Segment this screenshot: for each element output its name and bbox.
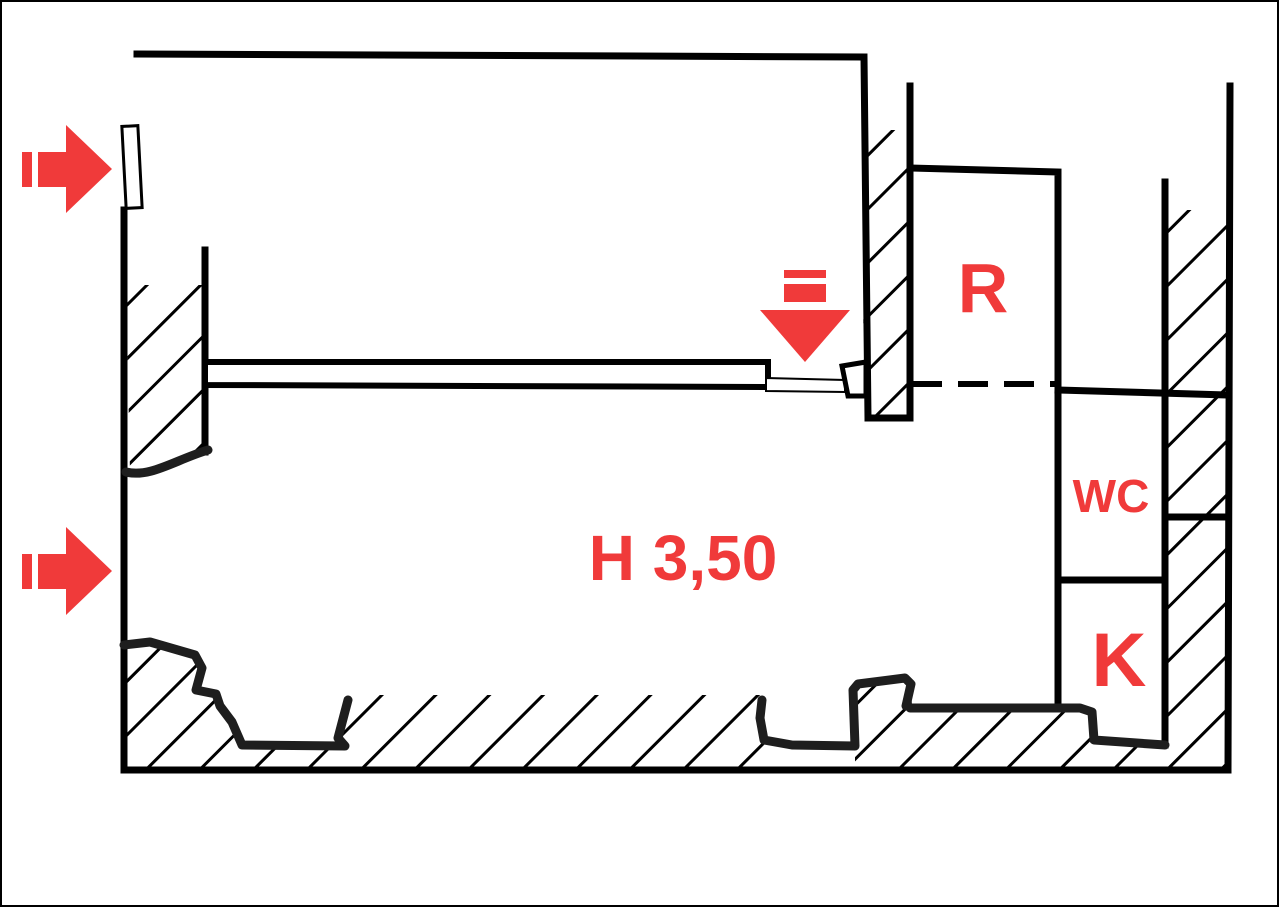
entrance-arrow-icon	[22, 527, 112, 615]
window-arrow-icon	[760, 270, 850, 362]
bottom-right-rough-edge	[905, 703, 1170, 750]
center-column-outline	[864, 82, 914, 422]
wc-top-wall	[1054, 386, 1232, 399]
left-outer-wall	[120, 206, 1232, 774]
bottom-center-mass	[342, 695, 765, 745]
left-wall-mass	[126, 285, 206, 472]
slab-end-window	[765, 376, 846, 394]
walls	[120, 50, 1234, 774]
room-label-wc: WC	[1073, 470, 1150, 522]
bottom-middle-mass	[342, 745, 770, 770]
bottom-right-mass	[855, 676, 1165, 770]
right-wall-mass	[1165, 210, 1228, 770]
bottom-left-mass	[124, 640, 346, 770]
room-label-k: K	[1092, 618, 1147, 703]
mezzanine-slab	[202, 359, 771, 391]
entrance-arrow-icon	[22, 125, 112, 213]
bottom-center-rough-edge	[755, 673, 916, 751]
top-wall	[133, 50, 872, 422]
right-outer-wall	[1224, 82, 1234, 774]
room-label-r: R	[958, 249, 1009, 327]
room-label-main: H 3,50	[589, 522, 778, 594]
rough-edges	[119, 445, 1170, 751]
hatched-walls	[124, 130, 1228, 770]
left-rough-edge	[121, 445, 213, 478]
bottom-left-rough-edge	[119, 637, 353, 751]
center-column-mass	[862, 130, 910, 418]
room-r-outline	[906, 164, 1062, 704]
slab-joint	[839, 359, 869, 399]
top-left-window	[120, 124, 144, 210]
